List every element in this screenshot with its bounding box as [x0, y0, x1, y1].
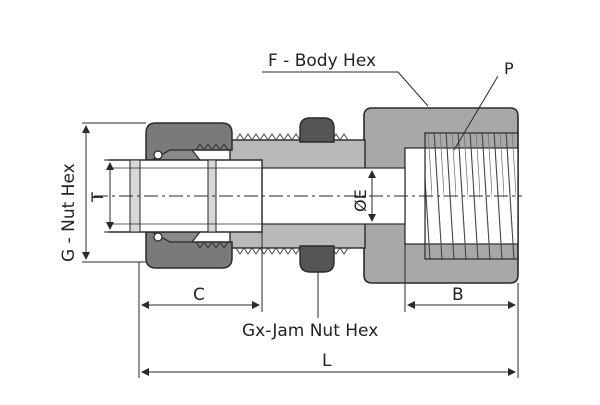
label-nut-hex: G - Nut Hex [59, 163, 79, 262]
label-body-hex: F - Body Hex [268, 51, 376, 71]
label-dim-b: B [452, 285, 464, 305]
label-jam-nut-hex: Gx-Jam Nut Hex [242, 321, 378, 341]
dim-nut-hex [82, 122, 146, 263]
dim-c [138, 232, 263, 312]
dim-l [138, 312, 519, 378]
label-port: P [504, 59, 514, 78]
leader-lines [262, 71, 499, 318]
dim-b [404, 244, 519, 312]
dim-tube-od [104, 159, 130, 233]
label-tube-od: T [88, 192, 107, 203]
jam-nut [299, 117, 335, 273]
label-dim-l: L [322, 351, 332, 371]
label-dim-c: C [193, 285, 205, 305]
label-bore: ØE [351, 189, 370, 212]
